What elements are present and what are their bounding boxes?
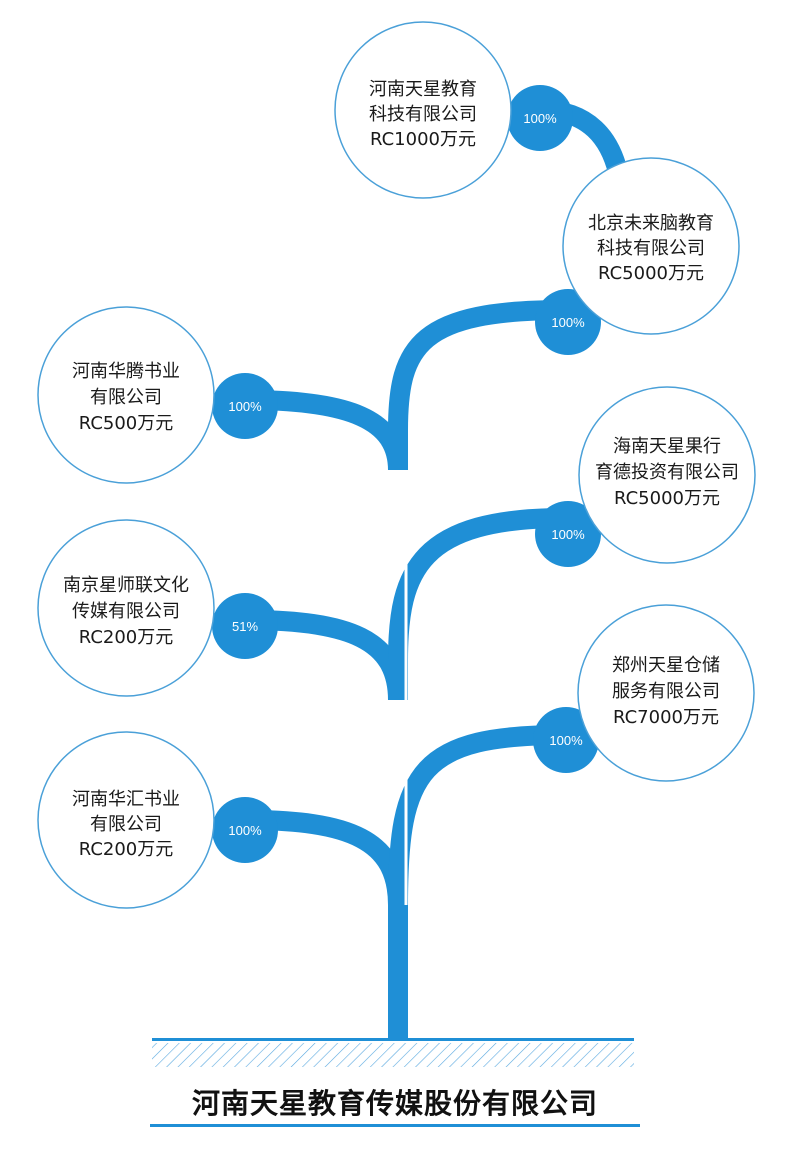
share-dots — [212, 85, 601, 863]
share-label: 51% — [232, 619, 258, 634]
share-label: 100% — [228, 399, 262, 414]
company-capital: RC5000万元 — [614, 488, 720, 509]
company-name-line-1: 郑州天星仓储 — [612, 655, 720, 676]
company-name-line-1: 海南天星果行 — [613, 436, 721, 457]
company-circle-zhengzhou — [577, 604, 755, 782]
company-circle-beijing — [562, 157, 740, 335]
company-circles — [37, 21, 756, 909]
share-label: 100% — [549, 733, 583, 748]
company-henan-edutech: 河南天星教育 科技有限公司 RC1000万元 — [369, 79, 477, 150]
company-name-line-2: 育德投资有限公司 — [595, 462, 739, 483]
company-circle-henan-edutech — [334, 21, 512, 199]
company-name-line-1: 河南天星教育 — [369, 79, 477, 100]
company-capital: RC1000万元 — [370, 129, 476, 150]
company-capital: RC500万元 — [79, 413, 174, 434]
share-dot-huateng — [212, 373, 278, 439]
company-name-line-1: 南京星师联文化 — [63, 575, 189, 596]
share-label: 100% — [228, 823, 262, 838]
company-name-line-1: 河南华汇书业 — [72, 789, 180, 810]
company-name-line-2: 科技有限公司 — [597, 238, 705, 259]
company-name-line-2: 有限公司 — [90, 814, 162, 835]
share-label: 100% — [551, 315, 585, 330]
share-dot-hainan — [535, 501, 601, 567]
company-circle-hainan — [578, 386, 756, 564]
company-nanjing-xingshi: 南京星师联文化 传媒有限公司 RC200万元 — [63, 575, 189, 648]
company-circle-huahui — [37, 731, 215, 909]
company-name-line-1: 河南华腾书业 — [72, 361, 180, 382]
share-dot-zhengzhou — [533, 707, 599, 773]
company-name-line-2: 服务有限公司 — [612, 681, 720, 702]
company-capital: RC200万元 — [79, 627, 174, 648]
company-name-line-2: 传媒有限公司 — [72, 601, 180, 622]
parent-company-title: 河南天星教育传媒股份有限公司 — [191, 1087, 598, 1120]
company-beijing-weilainao: 北京未来脑教育 科技有限公司 RC5000万元 — [588, 213, 714, 284]
company-name-line-1: 北京未来脑教育 — [588, 213, 714, 234]
branch-hainan-tianxing — [388, 508, 566, 700]
company-henan-huateng: 河南华腾书业 有限公司 RC500万元 — [72, 361, 180, 434]
company-circle-huateng — [37, 306, 215, 484]
share-dot-beijing — [535, 289, 601, 355]
ground-hatch — [152, 1043, 634, 1067]
company-name-line-2: 科技有限公司 — [369, 104, 477, 125]
share-label: 100% — [523, 111, 557, 126]
share-dot-nanjing — [212, 593, 278, 659]
company-hainan-tianxing: 海南天星果行 育德投资有限公司 RC5000万元 — [595, 436, 739, 509]
company-capital: RC7000万元 — [613, 707, 719, 728]
share-label: 100% — [551, 527, 585, 542]
share-dot-henan-edutech — [507, 85, 573, 151]
company-capital: RC5000万元 — [598, 263, 704, 284]
branch-beijing-weilainao — [388, 300, 566, 470]
company-henan-huahui: 河南华汇书业 有限公司 RC200万元 — [72, 789, 180, 860]
tree-branches — [244, 100, 628, 1040]
company-name-line-2: 有限公司 — [90, 387, 162, 408]
branch-zhengzhou-storage — [388, 725, 566, 906]
company-capital: RC200万元 — [79, 839, 174, 860]
share-dot-huahui — [212, 797, 278, 863]
company-circle-nanjing — [37, 519, 215, 697]
title-underline — [150, 1124, 640, 1127]
company-zhengzhou-storage: 郑州天星仓储 服务有限公司 RC7000万元 — [612, 655, 720, 728]
